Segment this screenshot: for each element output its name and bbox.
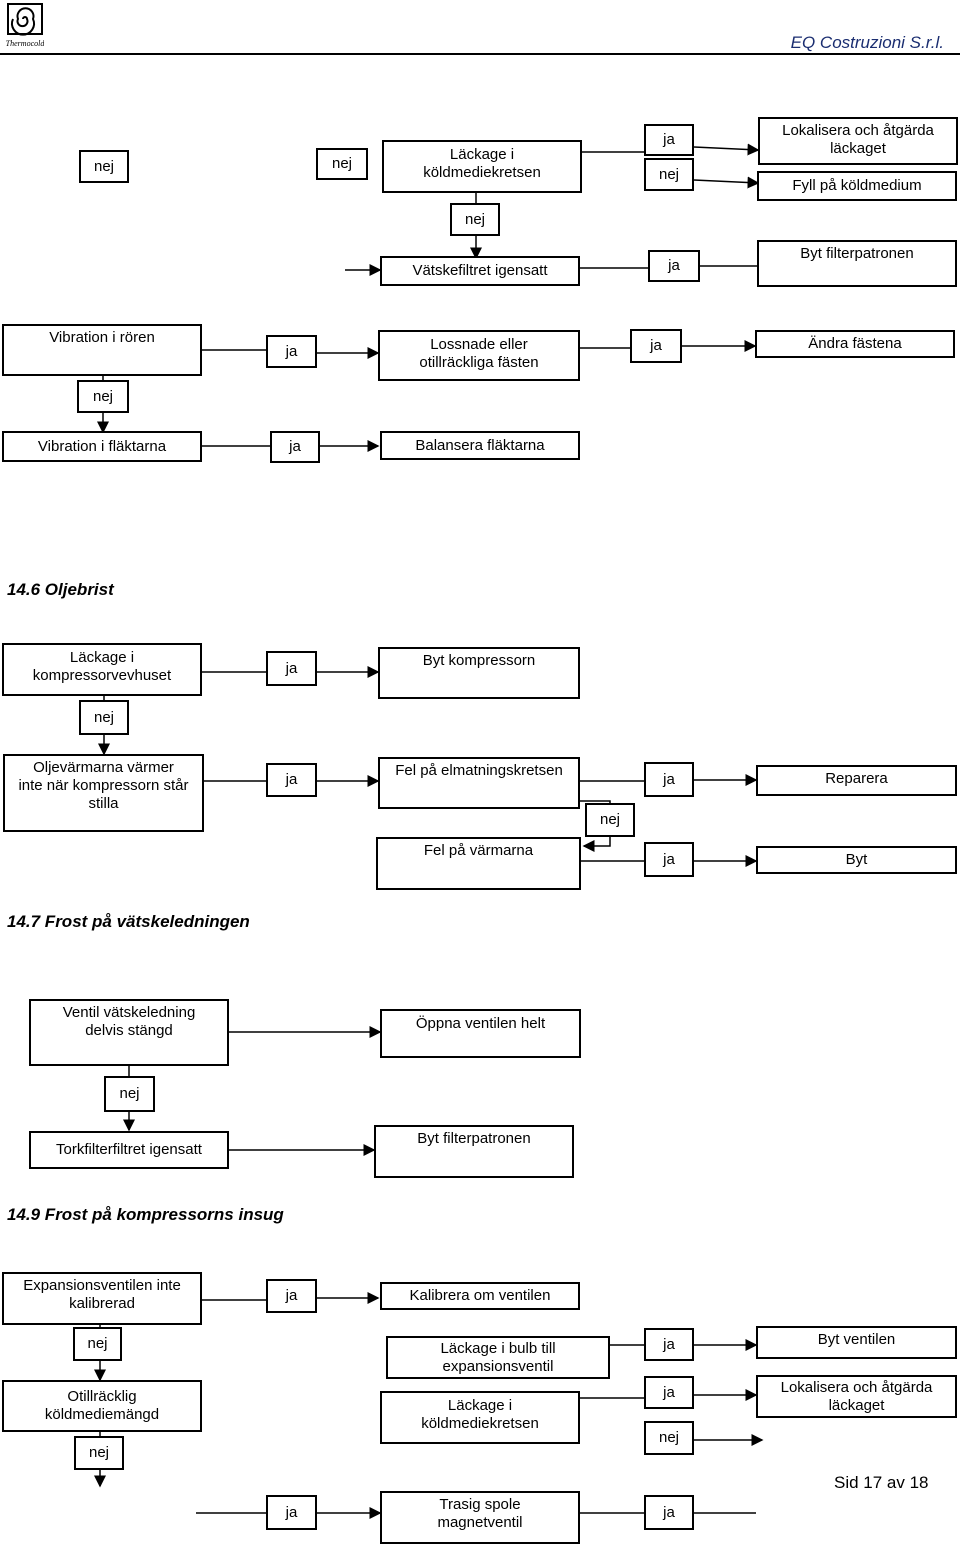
flow-box-vibration-fans: Vibration i fläktarna	[2, 431, 202, 462]
flow-box-leak-crankcase: Läckage i kompressorvevhuset	[2, 643, 202, 696]
flow-box-ja: ja	[644, 1495, 694, 1530]
flow-box-leak-refrigerant-circuit: Läckage i köldmediekretsen	[380, 1391, 580, 1444]
section-heading-14-9: 14.9 Frost på kompressorns insug	[7, 1205, 284, 1224]
flow-box-ja: ja	[266, 1279, 317, 1313]
flow-box-ja: ja	[644, 842, 694, 877]
flow-box-insufficient-refrigerant: Otillräcklig köldmediemängd	[2, 1380, 202, 1432]
flow-box-ja: ja	[266, 1495, 317, 1530]
company-name: EQ Costruzioni S.r.l.	[790, 33, 944, 52]
flow-box-ja: ja	[270, 431, 320, 463]
section-heading-14-7: 14.7 Frost på vätskeledningen	[7, 912, 250, 931]
flow-box-heater-fault: Fel på värmarna	[376, 837, 581, 890]
flow-box-ja: ja	[266, 335, 317, 368]
flow-box-nej: nej	[77, 380, 129, 413]
flow-box-locate-fix-leak: Lokalisera och åtgärda läckaget	[756, 1375, 957, 1418]
flow-box-ja: ja	[630, 329, 682, 363]
flow-box-replace-filter-cartridge: Byt filterpatronen	[374, 1125, 574, 1178]
svg-text:Thermocold: Thermocold	[6, 39, 44, 48]
flow-box-replace-filter-cartridge: Byt filterpatronen	[757, 240, 957, 287]
flow-box-nej: nej	[74, 1436, 124, 1470]
flow-box-nej: nej	[450, 203, 500, 236]
flow-box-leak-refrigerant-circuit: Läckage i köldmediekretsen	[382, 140, 582, 193]
flow-box-ja: ja	[648, 250, 700, 282]
flow-box-replace: Byt	[756, 846, 957, 874]
flow-box-loose-mounts: Lossnade eller otillräckliga fästen	[378, 330, 580, 381]
flow-box-ja: ja	[644, 124, 694, 156]
flow-box-nej: nej	[104, 1076, 155, 1112]
flow-box-nej: nej	[644, 158, 694, 191]
flow-box-fill-refrigerant: Fyll på köldmedium	[757, 171, 957, 201]
flow-box-broken-solenoid-coil: Trasig spole magnetventil	[380, 1491, 580, 1544]
flow-box-locate-fix-leak: Lokalisera och åtgärda läckaget	[758, 117, 958, 165]
flow-box-ja: ja	[644, 762, 694, 797]
flow-box-nej: nej	[79, 700, 129, 735]
page-number: Sid 17 av 18	[834, 1473, 929, 1492]
flow-box-nej: nej	[644, 1421, 694, 1455]
flow-box-recalibrate-valve: Kalibrera om ventilen	[380, 1282, 580, 1310]
flow-box-balance-fans: Balansera fläktarna	[380, 431, 580, 460]
flow-box-dryer-filter-clogged: Torkfilterfiltret igensatt	[29, 1131, 229, 1169]
flow-box-repair: Reparera	[756, 765, 957, 796]
flow-box-nej: nej	[79, 150, 129, 183]
flow-box-open-valve-fully: Öppna ventilen helt	[380, 1009, 581, 1058]
flow-box-ja: ja	[266, 651, 317, 686]
flow-box-replace-valve: Byt ventilen	[756, 1326, 957, 1359]
flow-box-liquid-valve-partly-closed: Ventil vätskeledning delvis stängd	[29, 999, 229, 1066]
flow-box-nej: nej	[316, 148, 368, 180]
flow-box-oil-heaters-not-heating: Oljevärmarna värmer inte när kompressorn…	[3, 754, 204, 832]
flow-box-expansion-valve-not-calibrated: Expansionsventilen inte kalibrerad	[2, 1272, 202, 1325]
header-divider	[0, 53, 960, 55]
flow-box-change-mounts: Ändra fästena	[755, 330, 955, 358]
flow-box-ja: ja	[644, 1328, 694, 1361]
flow-box-leak-bulb-expansion-valve: Läckage i bulb till expansionsventil	[386, 1336, 610, 1379]
thermocold-logo-icon: Thermocold	[6, 2, 45, 50]
flow-box-replace-compressor: Byt kompressorn	[378, 647, 580, 699]
flow-box-ja: ja	[644, 1376, 694, 1409]
flow-box-nej: nej	[585, 803, 635, 837]
section-heading-14-6: 14.6 Oljebrist	[7, 580, 114, 599]
flow-box-power-circuit-fault: Fel på elmatningskretsen	[378, 757, 580, 809]
flow-box-vibration-pipes: Vibration i rören	[2, 324, 202, 376]
flow-box-ja: ja	[266, 763, 317, 797]
flow-box-liquid-filter-clogged: Vätskefiltret igensatt	[380, 256, 580, 286]
flow-box-nej: nej	[73, 1327, 122, 1361]
